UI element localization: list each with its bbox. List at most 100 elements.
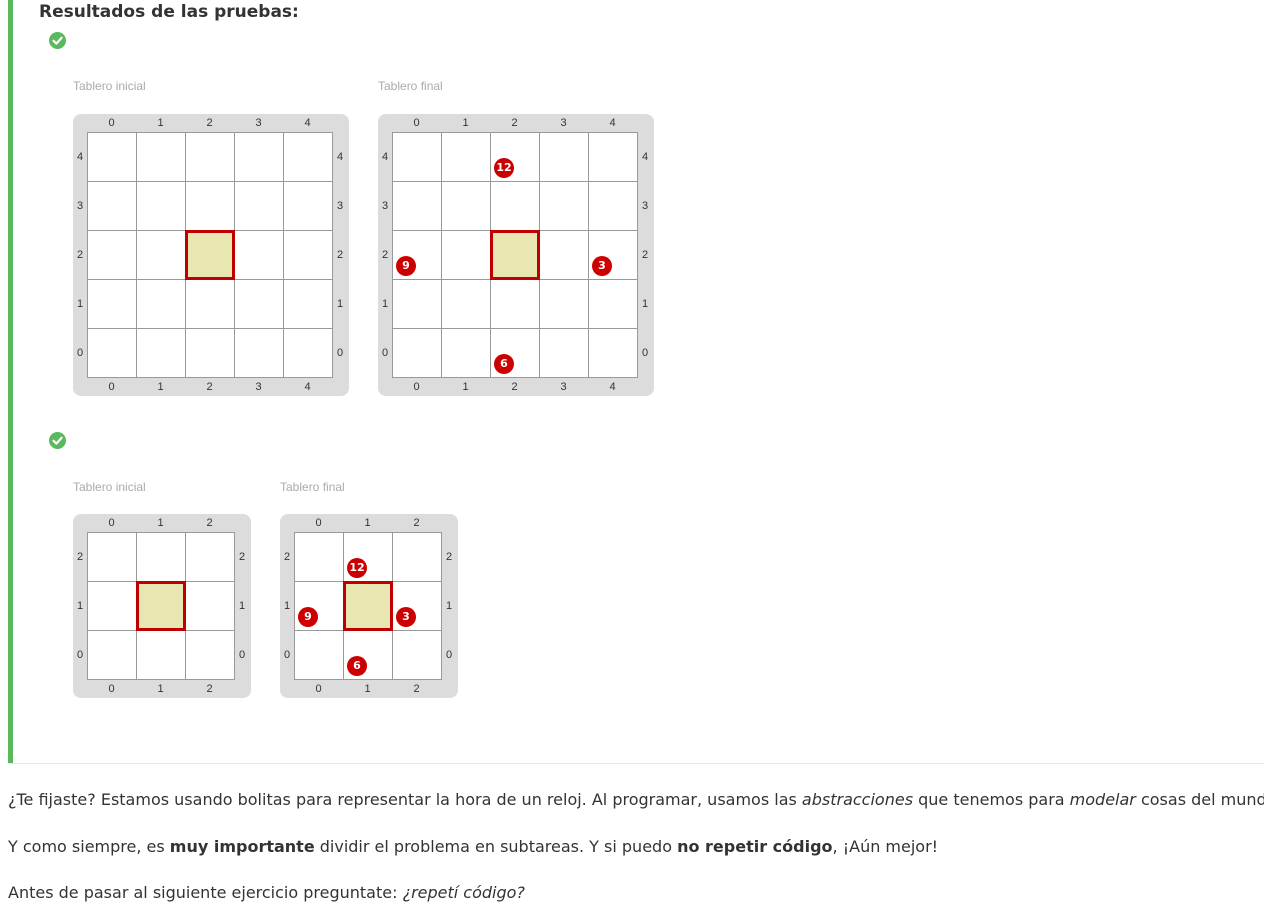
row-label: 4 [381,150,389,163]
board-cell [540,280,589,329]
board-cell [284,133,333,182]
text: ¿Te fijaste? Estamos usando bolitas para… [8,790,802,809]
board-cell [284,280,333,329]
row-label: 0 [76,346,84,359]
board-cell [235,133,284,182]
column-label: 2 [413,517,420,529]
results-title: Resultados de las pruebas: [39,2,299,22]
board-cell [491,182,540,231]
check-circle-icon [49,432,66,449]
red-ball: 12 [494,158,514,178]
highlighted-cell [343,581,393,631]
board-cell [491,280,540,329]
column-label: 2 [206,517,213,529]
board-cell [589,133,638,182]
board-cell [589,329,638,378]
board-cell [284,231,333,280]
column-label: 3 [560,117,567,129]
red-ball: 6 [494,354,514,374]
paragraph-abstractions: ¿Te fijaste? Estamos usando bolitas para… [8,790,1264,809]
emphasis-abstracciones: abstracciones [801,790,914,809]
board-cell [442,182,491,231]
row-label: 1 [336,297,344,310]
column-label: 1 [364,683,371,695]
board-cell [137,533,186,582]
board-cell [137,182,186,231]
column-label: 1 [364,517,371,529]
column-label: 1 [157,117,164,129]
board-cell [393,329,442,378]
board-cell [235,329,284,378]
divider [8,763,1264,764]
text: cosas del mundo real. [1140,790,1264,809]
column-label: 0 [108,517,115,529]
paragraph-question: Antes de pasar al siguiente ejercicio pr… [8,883,525,902]
row-label: 1 [76,297,84,310]
highlighted-cell [490,230,540,280]
initial-board-caption: Tablero inicial [73,79,146,93]
column-label: 1 [157,517,164,529]
row-label: 2 [381,248,389,261]
row-label: 4 [76,150,84,163]
board-cell [137,631,186,680]
check-circle-icon [49,32,66,49]
row-label: 1 [641,297,649,310]
row-label: 0 [283,648,291,661]
column-label: 4 [609,381,616,393]
column-label: 0 [315,683,322,695]
column-label: 3 [255,381,262,393]
text: que tenemos para [913,790,1070,809]
board-grid [87,532,235,680]
row-label: 1 [238,599,246,612]
column-label: 2 [511,381,518,393]
bold-muy-importante: muy importante [169,837,315,856]
highlighted-cell [136,581,186,631]
row-label: 1 [445,599,453,612]
row-label: 0 [381,346,389,359]
board-cell [442,280,491,329]
board-cell [589,231,638,280]
board-cell [235,182,284,231]
column-label: 2 [413,683,420,695]
board-cell [235,231,284,280]
board-cell [186,280,235,329]
bold-no-repetir-codigo: no repetir código [677,837,833,856]
column-label: 1 [157,381,164,393]
board-cell [442,231,491,280]
row-label: 1 [381,297,389,310]
red-ball: 3 [592,256,612,276]
board-cell [540,182,589,231]
text: Y como siempre, es [8,837,170,856]
column-label: 4 [304,381,311,393]
emphasis-repeti-codigo: ¿repetí código? [402,883,525,902]
column-label: 2 [206,683,213,695]
row-label: 1 [76,599,84,612]
row-label: 2 [336,248,344,261]
red-ball: 12 [347,558,367,578]
row-label: 4 [641,150,649,163]
red-ball: 3 [396,607,416,627]
board-cell [589,280,638,329]
row-label: 2 [76,248,84,261]
column-label: 1 [462,117,469,129]
board-cell [393,582,442,631]
column-label: 0 [413,381,420,393]
board-cell [186,182,235,231]
row-label: 2 [76,550,84,563]
board-cell [88,631,137,680]
board-cell [88,533,137,582]
column-label: 0 [315,517,322,529]
column-label: 3 [560,381,567,393]
board-cell [137,329,186,378]
board-cell [88,231,137,280]
board-cell [235,280,284,329]
row-label: 2 [238,550,246,563]
board-cell [393,631,442,680]
board-cell [88,280,137,329]
board-cell [186,133,235,182]
column-label: 4 [304,117,311,129]
